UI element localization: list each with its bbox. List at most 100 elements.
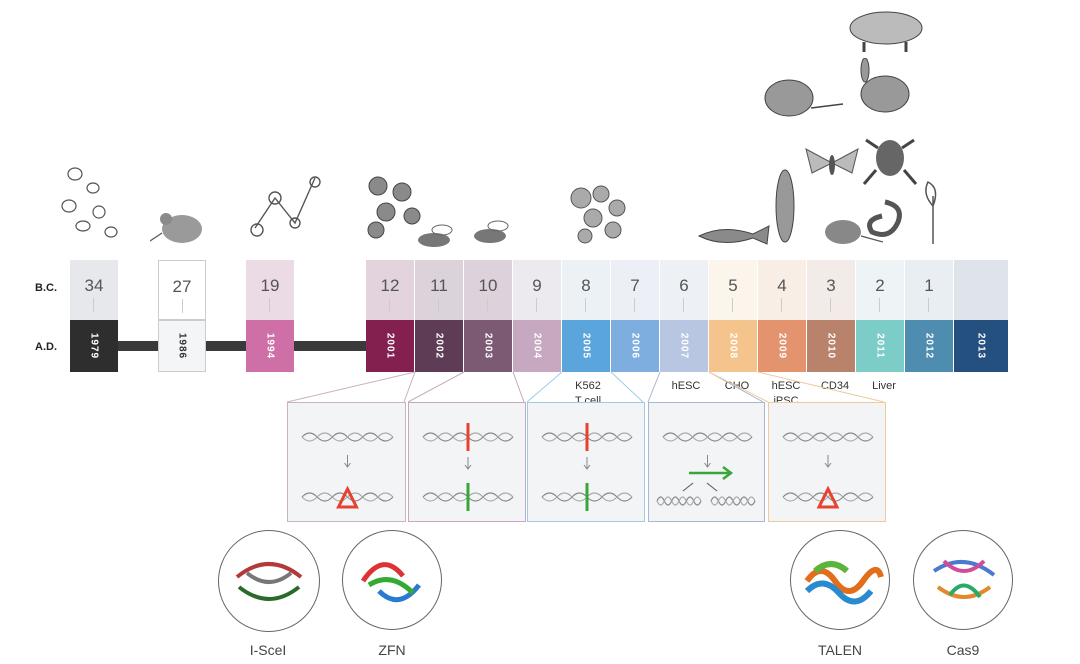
ad-year-cell: 2002 xyxy=(415,320,463,372)
dna-diagram xyxy=(541,423,633,511)
bc-tick xyxy=(182,299,183,313)
protein-structure-zfn xyxy=(342,530,442,630)
bc-number: 2 xyxy=(875,276,885,295)
ad-year-cell: 2010 xyxy=(807,320,855,372)
ad-year-cell: 2005 xyxy=(562,320,610,372)
ad-year-cell: 2012 xyxy=(905,320,953,372)
ad-year-label: 2013 xyxy=(975,332,987,360)
ad-year-cell: 2006 xyxy=(611,320,659,372)
bc-tick xyxy=(928,298,929,312)
yeast-cells-illustration xyxy=(61,167,118,238)
bc-cell: 5 xyxy=(709,260,757,320)
ad-year-label: 2001 xyxy=(384,332,396,360)
bc-tick xyxy=(389,298,390,312)
bc-cell: 10 xyxy=(464,260,512,320)
ad-year-label: 2007 xyxy=(678,332,690,360)
bc-tick xyxy=(830,298,831,312)
protein-structure-talen xyxy=(790,530,890,630)
cell-cluster-illustration xyxy=(570,185,626,244)
bc-number: 11 xyxy=(430,276,448,295)
ad-year-label: 2006 xyxy=(629,332,641,360)
bc-tick xyxy=(269,298,270,312)
ad-year-cell: 2003 xyxy=(464,320,512,372)
moth-illustration xyxy=(805,148,859,175)
bc-cell: 27 xyxy=(158,260,206,320)
bc-number: 34 xyxy=(84,276,104,295)
ad-year-cell: 2009 xyxy=(758,320,806,372)
ad-year-cell: 1994 xyxy=(246,320,294,372)
ad-year-cell: 2004 xyxy=(513,320,561,372)
protein-structure-cas9 xyxy=(913,530,1013,630)
ad-year-cell: 2011 xyxy=(856,320,904,372)
ad-year-label: 2005 xyxy=(580,332,592,360)
mechanism-panel-deletion xyxy=(768,402,886,522)
bc-cell: 9 xyxy=(513,260,561,320)
stem-cells-illustration xyxy=(250,176,321,237)
bc-number: 27 xyxy=(172,277,192,296)
worm-illustration xyxy=(867,199,902,237)
dna-diagram xyxy=(301,432,394,509)
bc-cell: 4 xyxy=(758,260,806,320)
bc-cell: 12 xyxy=(366,260,414,320)
dna-diagram xyxy=(656,432,756,506)
monkey-illustration xyxy=(764,79,844,117)
bc-tick xyxy=(585,298,586,312)
ad-year-label: 2002 xyxy=(433,332,445,360)
corn-illustration xyxy=(775,169,795,243)
bc-cell: 7 xyxy=(611,260,659,320)
bc-row-label: B.C. xyxy=(35,282,57,294)
ad-year-cell: 2008 xyxy=(709,320,757,372)
ad-year-label: 2004 xyxy=(531,332,543,360)
timeline-connector xyxy=(118,341,158,351)
bc-tick xyxy=(536,298,537,312)
bc-cell: 11 xyxy=(415,260,463,320)
protein-label-cas9: Cas9 xyxy=(946,642,980,658)
mechanism-panel-meganuclease xyxy=(287,402,406,522)
ad-year-cell: 1986 xyxy=(158,320,206,372)
bc-tick xyxy=(634,298,635,312)
bc-cell: 1 xyxy=(905,260,953,320)
mechanism-panel-k562-correction xyxy=(527,402,645,522)
bc-cell: 19 xyxy=(246,260,294,320)
cell-label-k562: K562 xyxy=(575,380,601,392)
ad-year-cell: 2007 xyxy=(660,320,708,372)
bc-number: 4 xyxy=(777,276,787,295)
bc-cell: 2 xyxy=(856,260,904,320)
bc-number: 3 xyxy=(826,276,836,295)
ad-year-label: 2003 xyxy=(482,332,494,360)
mechanism-panel-zfn-correction xyxy=(408,402,526,522)
ad-year-label: 2010 xyxy=(825,332,837,360)
ad-year-label: 2012 xyxy=(923,332,935,360)
bc-cell: 6 xyxy=(660,260,708,320)
timeline-connector xyxy=(294,341,366,351)
bc-tick xyxy=(93,298,94,312)
bc-tick xyxy=(732,298,733,312)
bc-cell: 34 xyxy=(70,260,118,320)
mouse-illustration xyxy=(150,213,202,243)
bc-number: 19 xyxy=(260,276,280,295)
bc-tick xyxy=(683,298,684,312)
frog-illustration xyxy=(862,138,918,185)
blood-cells-illustration xyxy=(367,176,421,239)
bc-number: 6 xyxy=(679,276,689,295)
bc-tick xyxy=(487,298,488,312)
ad-row-label: A.D. xyxy=(35,341,57,353)
ad-year-label: 2008 xyxy=(727,332,739,360)
bc-number: 5 xyxy=(728,276,738,295)
protein-structure-isce1 xyxy=(218,530,320,632)
bc-number: 1 xyxy=(924,276,934,295)
ad-year-label: 1986 xyxy=(176,332,188,360)
bc-cell xyxy=(954,260,1008,320)
bc-number: 7 xyxy=(630,276,640,295)
cell-label-liver: Liver xyxy=(872,380,896,392)
protein-label-zfn: ZFN xyxy=(378,642,406,658)
ad-year-cell: 2013 xyxy=(954,320,1008,372)
bc-number: 10 xyxy=(478,276,498,295)
mechanism-panel-insertion xyxy=(648,402,765,522)
ad-year-label: 2009 xyxy=(776,332,788,360)
zebrafish-illustration xyxy=(697,225,770,245)
protein-label-isce1: I-SceI xyxy=(249,642,287,658)
ad-year-label: 2011 xyxy=(874,333,886,359)
dna-diagram xyxy=(422,423,514,511)
bc-number: 8 xyxy=(581,276,591,295)
